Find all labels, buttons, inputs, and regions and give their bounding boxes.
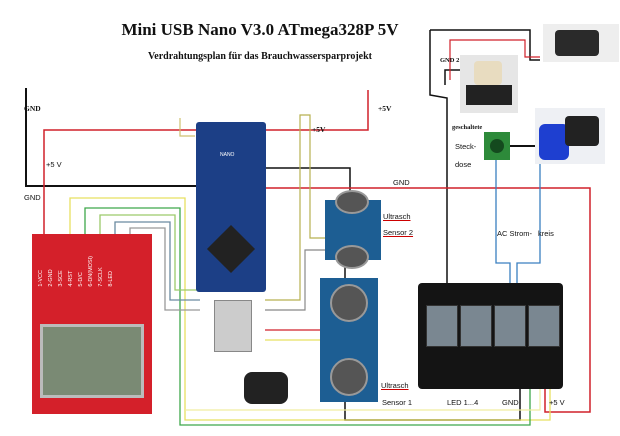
label-geschaltete: geschaltete xyxy=(452,124,483,131)
ultrasonic-sensor-2 xyxy=(325,190,381,269)
valve-coil xyxy=(474,61,502,85)
wire-ac-1 xyxy=(495,160,511,290)
wire-yellow xyxy=(69,197,551,421)
adapter-body xyxy=(555,30,599,56)
wire-ac-2 xyxy=(516,160,541,290)
sensor-transducer xyxy=(330,284,368,322)
water-pump xyxy=(535,108,605,164)
sensor-transducer xyxy=(330,358,368,396)
arduino-nano-board: NANO xyxy=(196,122,266,292)
switched-socket xyxy=(484,132,510,160)
usb-charger xyxy=(244,372,288,404)
wire-gnd2 xyxy=(430,29,540,61)
nano-label: NANO xyxy=(220,152,235,158)
relay xyxy=(426,305,458,347)
lcd-pin: 3-SCE xyxy=(58,270,64,287)
usb-connector xyxy=(214,300,252,352)
wire-gnd xyxy=(25,88,200,187)
label-gnd2: GND 2 xyxy=(440,57,460,64)
label-steck: Steck- xyxy=(455,142,477,151)
power-adapter xyxy=(543,24,619,62)
lcd-screen xyxy=(40,324,144,398)
lcd-pin: 1-VCC xyxy=(38,270,44,287)
wire-5v-relay xyxy=(264,187,591,413)
label-gnd-relay: GND xyxy=(502,398,519,407)
wire-yellow-nano xyxy=(179,118,195,137)
label-5v-relay: +5 V xyxy=(549,398,565,407)
label-5v-nano: +5V xyxy=(312,125,326,134)
wire-sensor-2 xyxy=(265,249,325,311)
sensor-transducer xyxy=(335,190,369,214)
lcd-pin: 5-D/C xyxy=(78,272,84,287)
label-ultrasch-1: Ultrasch xyxy=(381,381,409,390)
lcd-pin: 8-LED xyxy=(108,270,114,287)
label-sensor-1: Sensor 1 xyxy=(382,398,413,407)
label-ultrasch-2: Ultrasch xyxy=(383,212,411,221)
label-5v-left: +5 V xyxy=(46,160,62,169)
label-sensor-2: Sensor 2 xyxy=(383,228,414,237)
label-ac-strom: AC Strom- xyxy=(497,229,533,238)
wire-sensor-1 xyxy=(265,114,325,301)
label-gnd-left: GND xyxy=(24,193,41,202)
wire-lightgreen xyxy=(99,214,200,291)
relay xyxy=(494,305,526,347)
page-title: Mini USB Nano V3.0 ATmega328P 5V xyxy=(121,20,399,39)
wire-gray xyxy=(129,227,200,311)
page-subtitle: Verdrahtungsplan für das Brauchwasserspa… xyxy=(147,51,372,62)
mcu-chip xyxy=(206,224,256,274)
lcd-pin: 4-RST xyxy=(68,270,74,287)
wire-red-adapter xyxy=(449,39,540,80)
label-led: LED 1...4 xyxy=(447,398,479,407)
relay xyxy=(528,305,560,347)
wire-steel xyxy=(114,221,200,301)
label-dose: dose xyxy=(455,160,472,169)
pump-housing xyxy=(565,116,599,146)
valve-body xyxy=(466,85,512,105)
label-5v-top: +5V xyxy=(378,104,392,113)
sensor-transducer xyxy=(335,245,369,269)
lcd-pin: 2-GND xyxy=(48,269,54,287)
relay xyxy=(460,305,492,347)
socket-hole xyxy=(490,139,504,153)
lcd-pin-labels: 1-VCC 2-GND 3-SCE 4-RST 5-D/C 6-DN(MOSI)… xyxy=(38,256,114,287)
solenoid-valve xyxy=(460,55,518,113)
wire-gnd2-b xyxy=(429,30,448,290)
label-kreis: kreis xyxy=(538,229,554,238)
lcd-pin: 7-SCLK xyxy=(98,267,104,287)
nokia-lcd-module: 1-VCC 2-GND 3-SCE 4-RST 5-D/C 6-DN(MOSI)… xyxy=(32,234,152,414)
lcd-pin: 6-DN(MOSI) xyxy=(88,256,94,287)
label-gnd-top: GND xyxy=(24,104,41,113)
relay-module-4ch xyxy=(418,283,563,389)
ultrasonic-sensor-1 xyxy=(320,278,378,402)
label-gnd-mid: GND xyxy=(393,178,410,187)
wire-green xyxy=(84,207,531,426)
pump-motor xyxy=(539,124,569,160)
